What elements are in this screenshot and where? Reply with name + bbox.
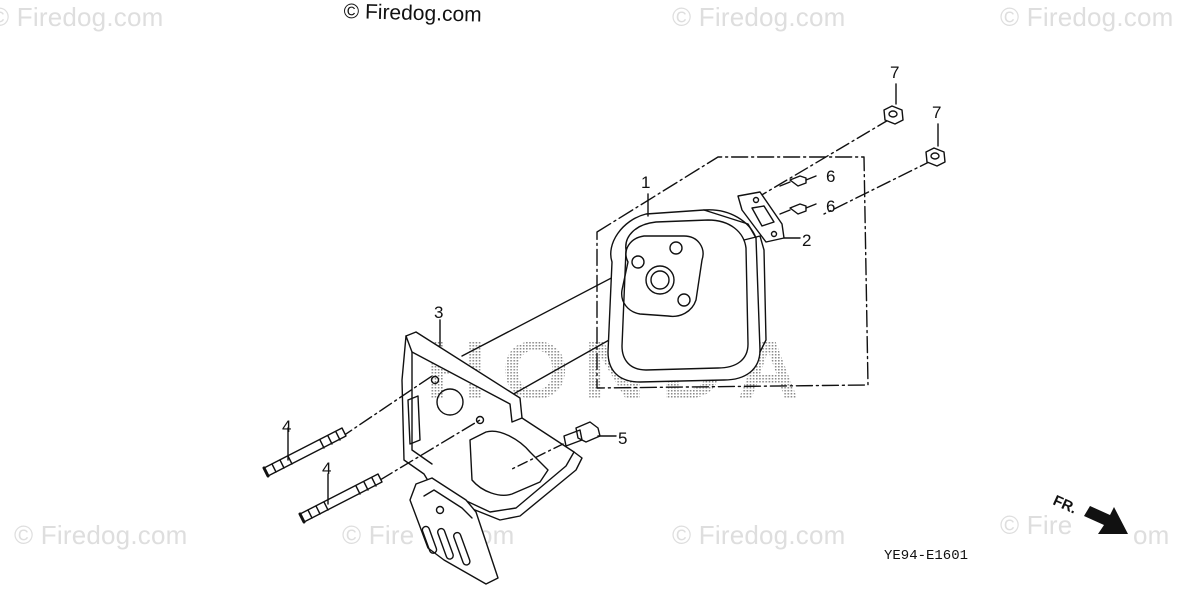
callout-4a: 4 xyxy=(282,417,291,436)
watermark-bottom-left: © Firedog.com xyxy=(14,520,188,550)
muffler xyxy=(607,209,767,383)
leader-stud4b xyxy=(379,419,481,481)
gasket xyxy=(737,191,801,243)
callout-7b: 7 xyxy=(932,103,941,122)
watermark-bottom-mid-b: © Firedog.com xyxy=(672,520,846,550)
callout-6b: 6 xyxy=(826,197,835,216)
callout-7a: 7 xyxy=(890,63,899,82)
watermark-bottom-mid-a: © Fire xyxy=(342,520,415,550)
nut-7a xyxy=(883,83,904,125)
front-direction-indicator: FR. xyxy=(1050,492,1128,534)
stud-bolt-4b xyxy=(298,473,383,524)
watermark-bottom-right: © Fire xyxy=(1000,510,1073,540)
callout-2: 2 xyxy=(802,231,811,250)
callout-1: 1 xyxy=(641,173,650,192)
flange-bolt-5 xyxy=(563,421,617,447)
diagram-code: YE94-E1601 xyxy=(884,548,968,564)
callout-labels: 7 7 1 6 6 2 3 4 4 5 xyxy=(282,63,941,478)
leader-nut7a xyxy=(759,118,891,197)
muffler-bracket xyxy=(401,319,583,585)
leader-nut7b xyxy=(823,159,934,215)
nut-7b xyxy=(925,123,946,167)
watermark-bottom-right-tail: om xyxy=(1133,520,1170,550)
watermark-top-right-b: © Firedog.com xyxy=(1000,2,1174,32)
stud-bolt-4a xyxy=(262,427,347,478)
callout-5: 5 xyxy=(618,429,627,448)
callout-6a: 6 xyxy=(826,167,835,186)
callout-4b: 4 xyxy=(322,459,331,478)
watermark-top-right-a: © Firedog.com xyxy=(672,2,846,32)
leader-stud4a xyxy=(339,375,433,439)
screw-6b xyxy=(779,203,817,215)
watermark-top-left: © Firedog.com xyxy=(0,2,164,32)
front-arrow-icon xyxy=(1084,506,1128,534)
front-label: FR. xyxy=(1050,492,1079,517)
leader-bolt5 xyxy=(509,443,564,471)
callout-3: 3 xyxy=(434,303,443,322)
screw-6a xyxy=(779,175,817,187)
part1-group-frame xyxy=(596,156,869,389)
